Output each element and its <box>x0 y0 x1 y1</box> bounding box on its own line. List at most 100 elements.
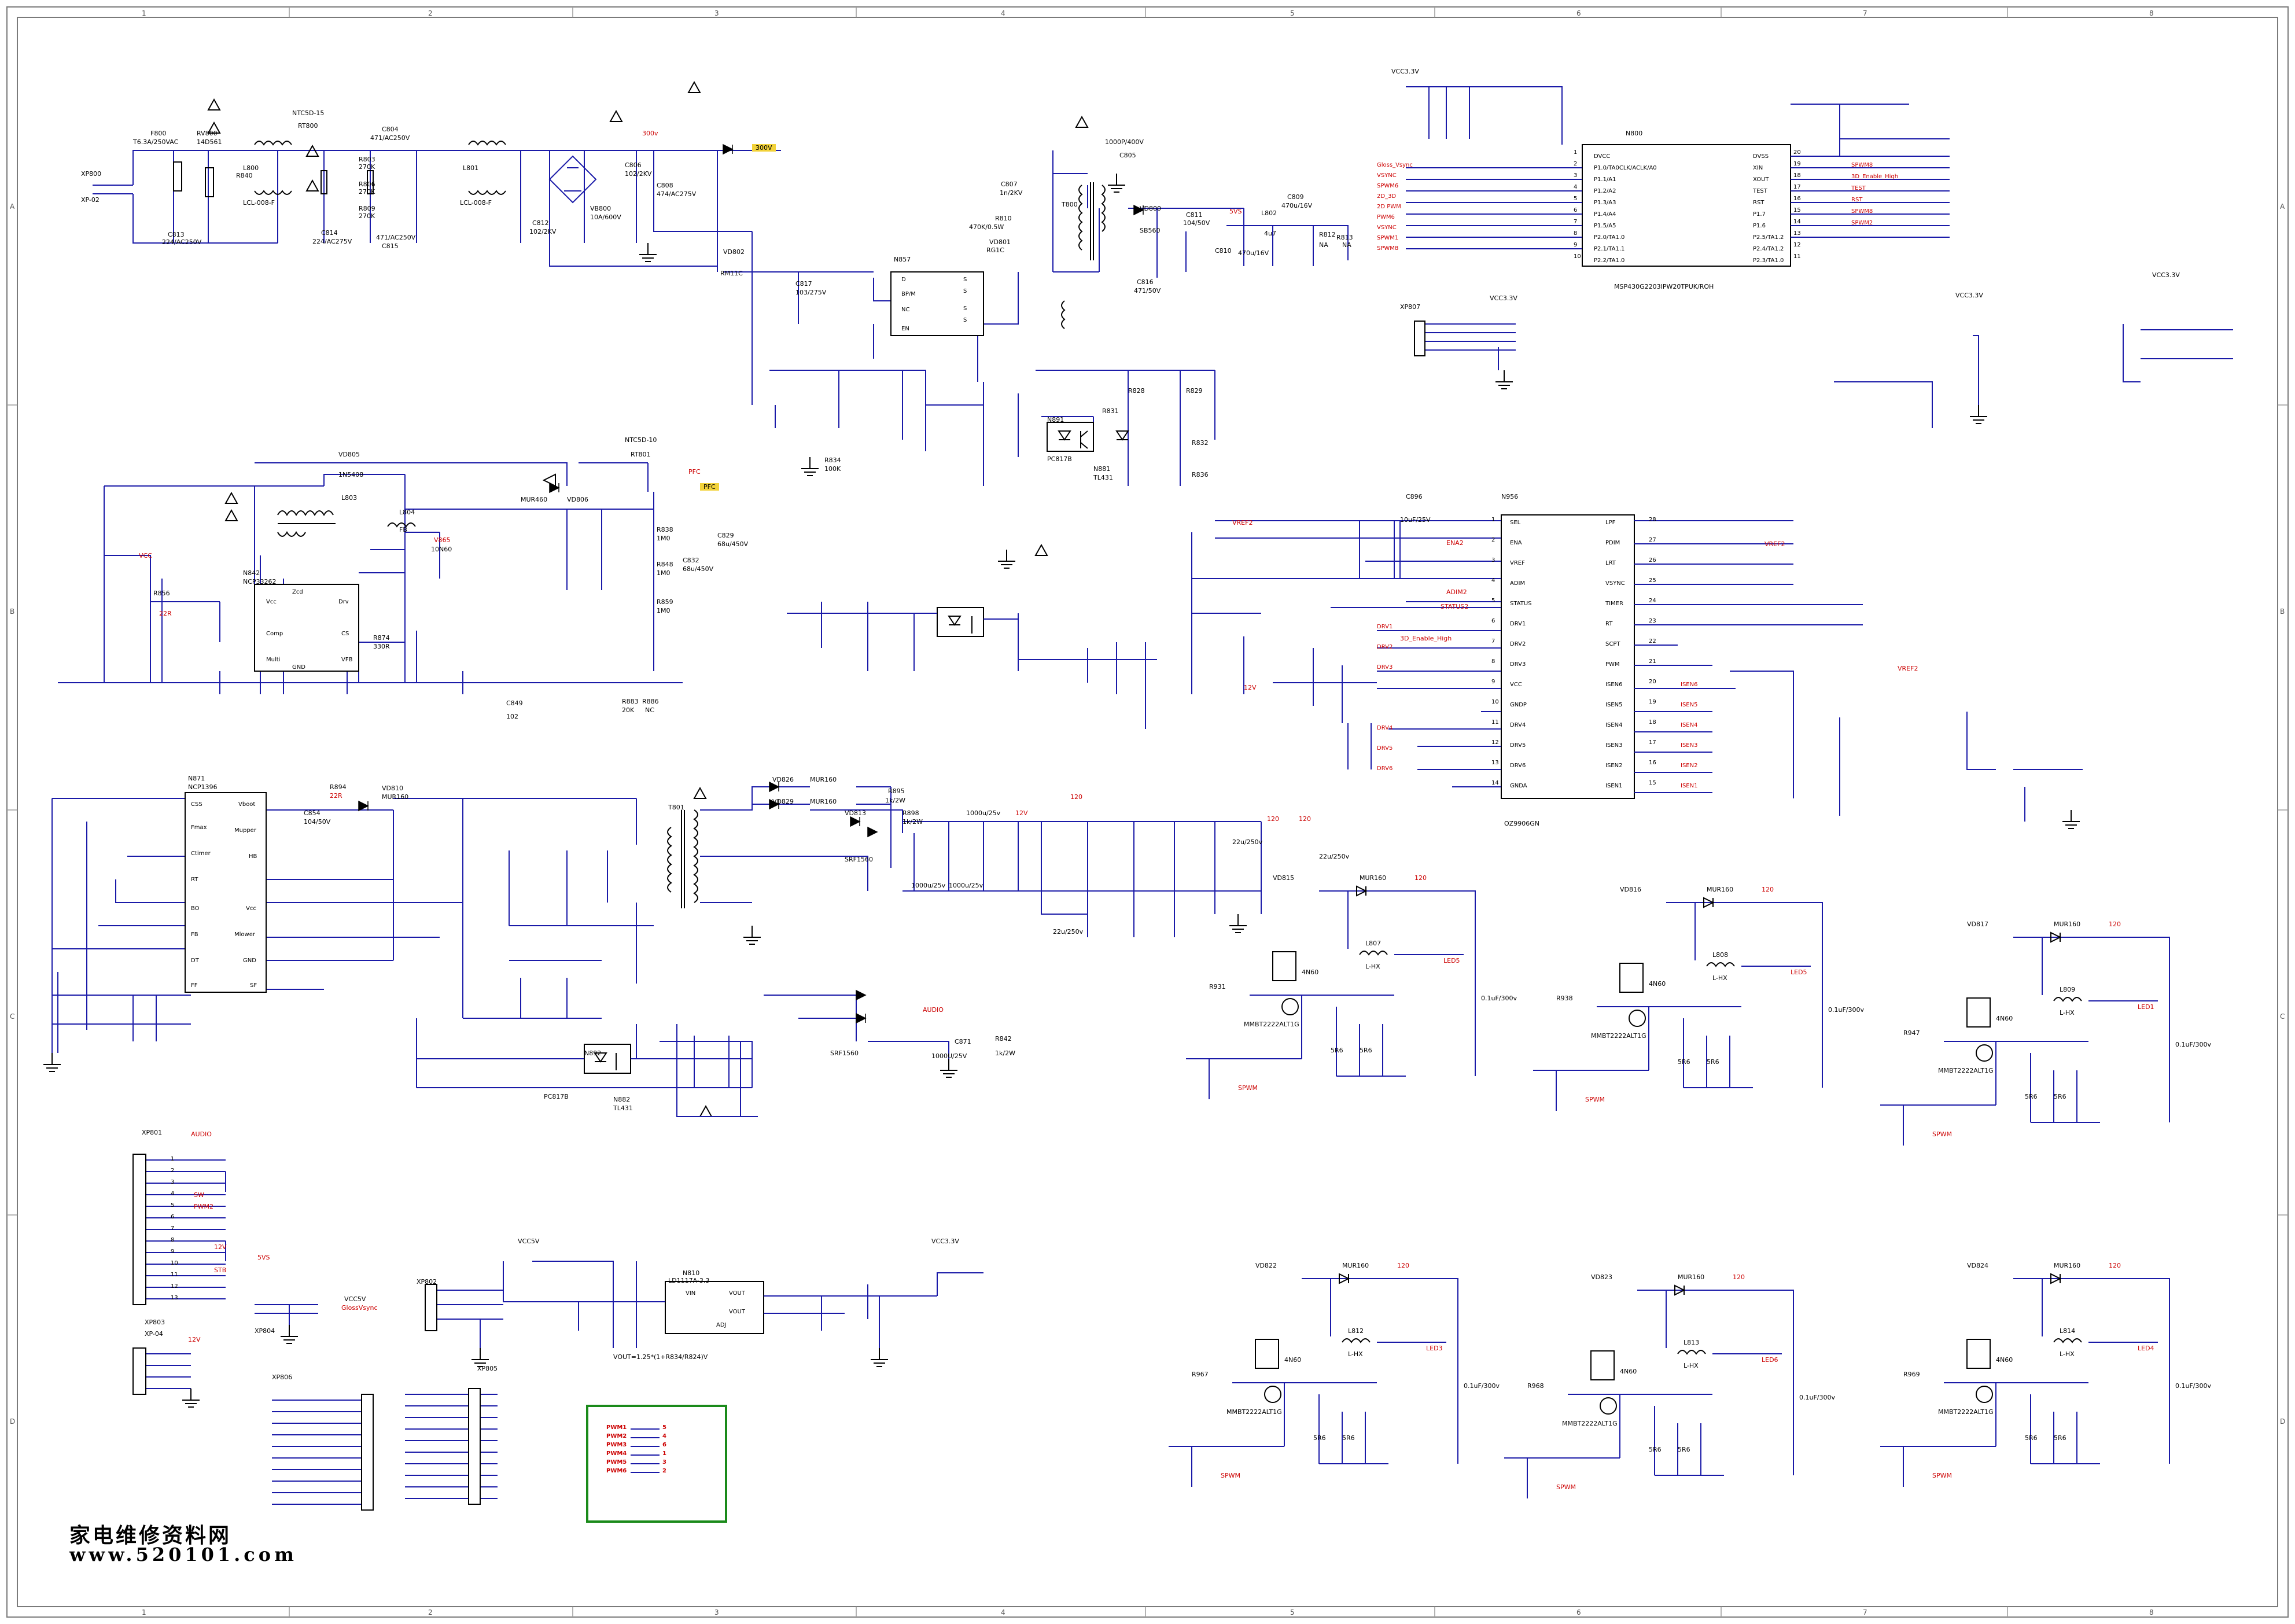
boost-r5-b: 5R6 <box>1342 1434 1355 1442</box>
n871: N871 <box>188 775 205 782</box>
r848: R848 <box>657 561 673 568</box>
led-left-pin-num: 7 <box>1491 638 1495 645</box>
llc-pin-hb: HB <box>249 853 257 860</box>
r834: R834 <box>824 456 841 464</box>
isen-net: ISEN6 <box>1681 682 1698 688</box>
r840: R840 <box>236 172 253 179</box>
boost-r: R947 <box>1903 1029 1920 1037</box>
pwm-box-num: 3 <box>662 1459 666 1465</box>
led-right-pin: PDIM <box>1605 540 1620 546</box>
rv800-value: 14D561 <box>197 138 222 146</box>
llc-12v: 12V <box>1015 809 1028 817</box>
pfc-net-tag: PFC <box>700 483 719 491</box>
n857-pin-en: EN <box>901 326 909 332</box>
mcu-right-pin-num: 15 <box>1793 207 1801 213</box>
c829-value: 68u/450V <box>717 540 749 548</box>
pfc-pin-comp: Comp <box>266 631 283 637</box>
boost-diode-inductor <box>2050 1273 2082 1343</box>
led-12v: 12V <box>1244 684 1257 691</box>
boost-r: R969 <box>1903 1371 1920 1378</box>
boost-120: 120 <box>1733 1273 1745 1281</box>
n857-pin-bp: BP/M <box>901 291 916 297</box>
cap-1000u-b: 1000u/25v <box>911 882 946 889</box>
reg-note: VOUT=1.25*(1+R834/R824)V <box>613 1353 708 1361</box>
r838: R838 <box>657 526 673 533</box>
pfc-pin-vfb: VFB <box>341 657 353 663</box>
boost-r5-b: 5R6 <box>1678 1446 1690 1453</box>
r812-na: NA <box>1319 241 1328 249</box>
vb800: VB800 <box>590 205 611 212</box>
drv-net: DRV3 <box>1377 664 1393 671</box>
mcu-left-pin-num: 4 <box>1574 184 1578 190</box>
led-right-pin-num: 21 <box>1649 658 1656 665</box>
c871: C871 <box>955 1038 971 1045</box>
llc-audio: AUDIO <box>923 1006 944 1014</box>
c804-value: 471/AC250V <box>370 134 410 142</box>
r813-na: NA <box>1342 241 1351 249</box>
mcu-net-left: VSYNC <box>1377 172 1397 179</box>
frame-col-2-bottom: 2 <box>428 1608 433 1616</box>
led-right-pin-num: 26 <box>1649 557 1656 564</box>
boost-transistor <box>1976 1044 1993 1062</box>
boost-transistor-part: MMBT2222ALT1G <box>1938 1067 1994 1074</box>
r895-value: 1k/2W <box>885 797 905 804</box>
rt801: RT801 <box>631 451 651 458</box>
r834-value: 100K <box>824 465 841 473</box>
l800: L800 <box>243 164 259 172</box>
ntc-input: NTC5D-15 <box>292 109 325 117</box>
boost-diode-inductor <box>1339 1273 1371 1343</box>
boost-spwm: SPWM <box>1221 1472 1240 1479</box>
c854: C854 <box>304 809 321 817</box>
vd805-value: 1N5408 <box>338 471 364 478</box>
led-right-pin: SCPT <box>1605 641 1620 647</box>
frame-col-4-bottom: 4 <box>1001 1608 1005 1616</box>
led-left-pin: SEL <box>1510 520 1521 526</box>
led-left-pin-num: 5 <box>1491 598 1495 604</box>
led-left-pin-num: 6 <box>1491 618 1495 624</box>
c813: C813 <box>168 231 185 238</box>
n892: N892 <box>584 1049 602 1057</box>
llc-pin-mupper: Mupper <box>234 827 256 834</box>
xp801-pin-num: 3 <box>171 1179 175 1185</box>
f800-rating: T6.3A/250VAC <box>133 138 179 146</box>
boost-l: L813 <box>1684 1339 1700 1346</box>
boost-led: LED4 <box>2138 1345 2154 1352</box>
boost-cap: 0.1uF/300v <box>2175 1041 2212 1048</box>
frame-row-c-right: C <box>2280 1012 2285 1021</box>
frame-col-2: 2 <box>428 9 433 17</box>
vref2-b: VREF2 <box>1764 540 1785 548</box>
pc817b-llc: PC817B <box>544 1093 569 1100</box>
boost-transistor <box>1629 1010 1646 1027</box>
reg-vout-b: VOUT <box>729 1309 745 1315</box>
boost-mur: MUR160 <box>2054 1262 2081 1269</box>
c808: C808 <box>657 182 673 189</box>
cap-1000u-a: 1000u/25v <box>966 809 1001 817</box>
mcu-right-pin: TEST <box>1753 188 1767 194</box>
l801-type: LCL-008-F <box>460 199 492 207</box>
vd800: VD800 <box>1140 205 1161 212</box>
mcu-left-pin: P1.5/A5 <box>1594 223 1616 229</box>
xp801: XP801 <box>142 1129 163 1136</box>
r883: R883 <box>622 698 639 705</box>
led-left-pin: DRV2 <box>1510 641 1526 647</box>
llc-pin-dt: DT <box>191 958 199 964</box>
led-right-pin: ISEN3 <box>1605 742 1623 749</box>
led-left-pin-num: 10 <box>1491 699 1499 705</box>
n857: N857 <box>894 256 911 263</box>
boost-mosfet-part: 4N60 <box>1284 1356 1302 1364</box>
isen-net: ISEN5 <box>1681 702 1698 708</box>
l802: L802 <box>1261 209 1277 217</box>
isen-net: ISEN3 <box>1681 742 1698 749</box>
c812: C812 <box>532 219 549 227</box>
led-right-pin-num: 24 <box>1649 598 1656 604</box>
boost-spwm: SPWM <box>1556 1483 1576 1491</box>
xp801-pin-num: 7 <box>171 1225 175 1232</box>
mcu-net-left: Gloss_Vsync <box>1377 162 1413 168</box>
led-left-pin: DRV6 <box>1510 763 1526 769</box>
llc-pin-css: CSS <box>191 801 202 808</box>
mcu-left-pin: DVCC <box>1594 153 1611 160</box>
xp802: XP802 <box>417 1278 437 1286</box>
boost-120: 120 <box>1397 1262 1409 1269</box>
boost-vd: VD815 <box>1273 874 1294 882</box>
mcu-net-right: SPWM8 <box>1851 162 1873 168</box>
